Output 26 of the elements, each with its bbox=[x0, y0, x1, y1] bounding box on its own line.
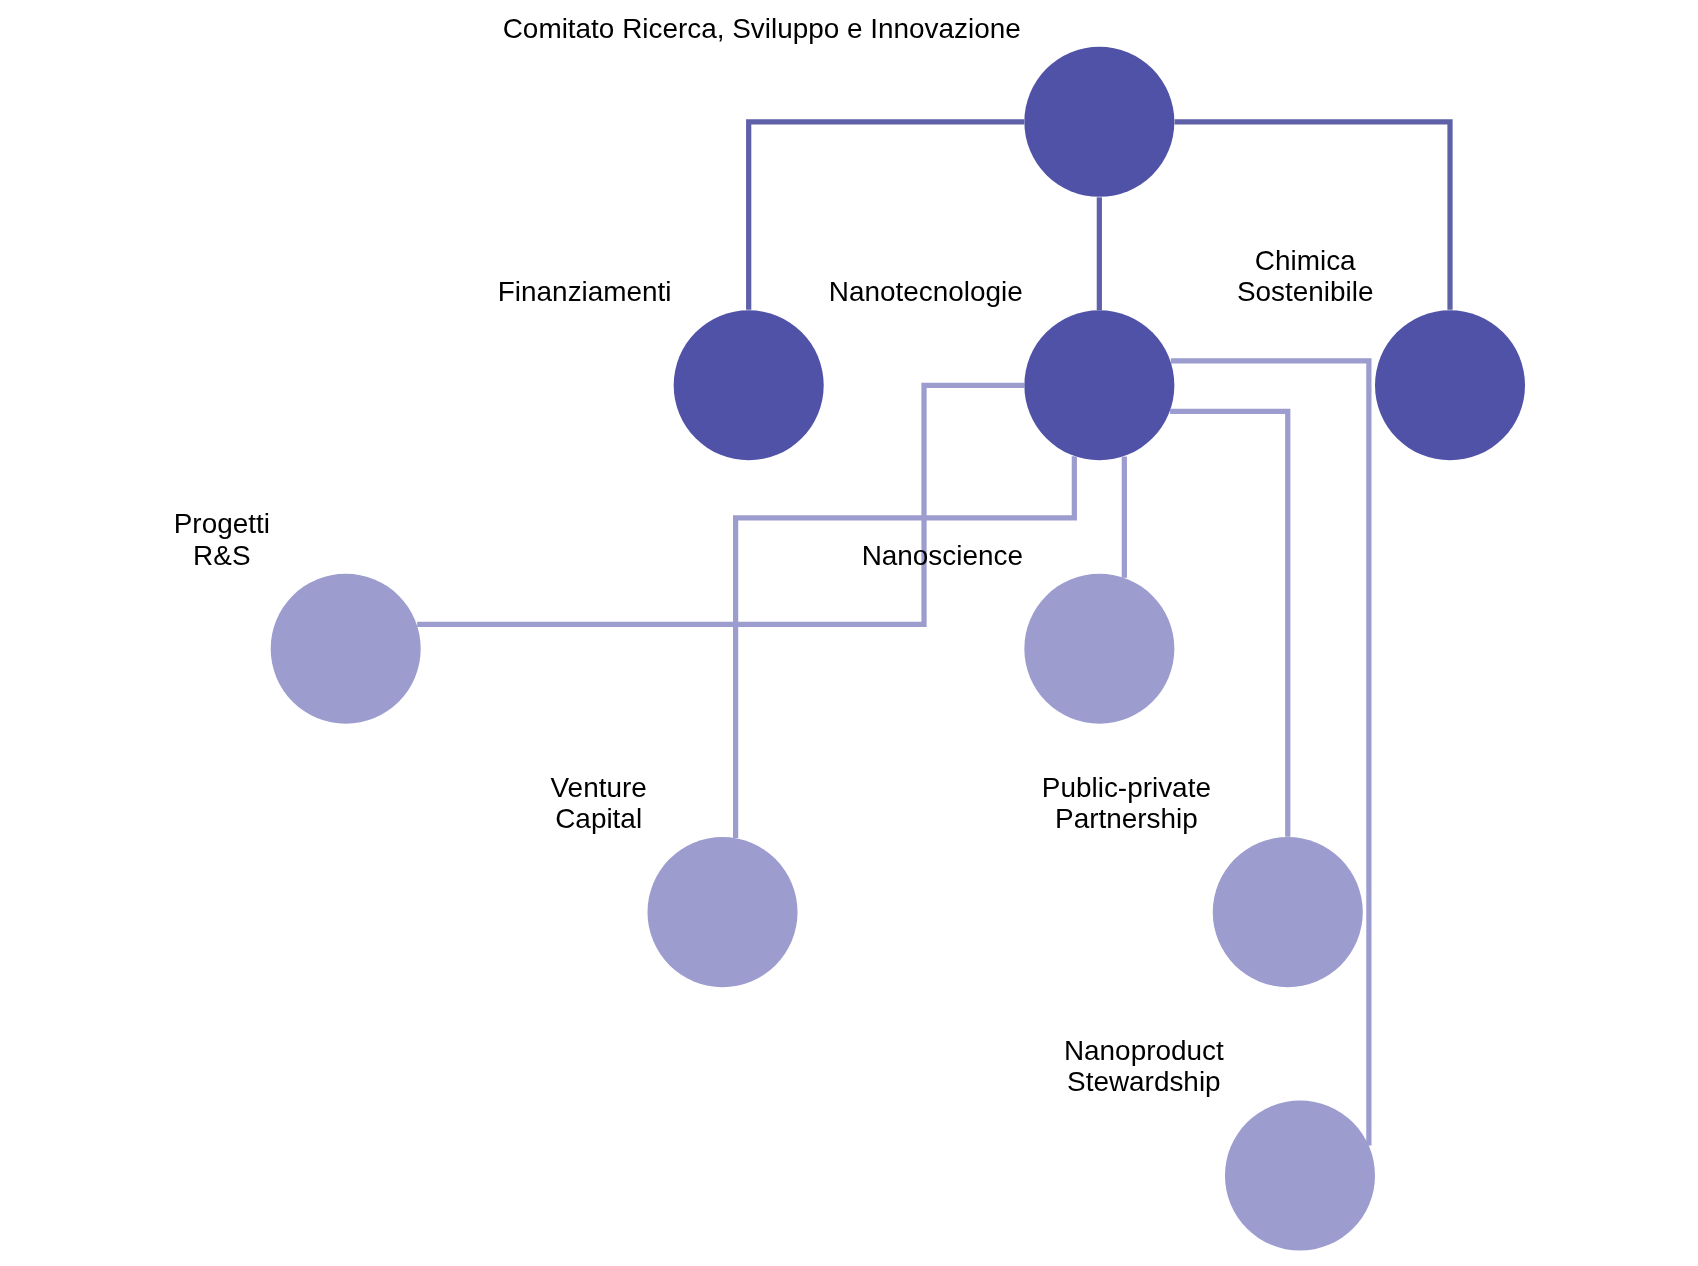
connector bbox=[1096, 197, 1102, 311]
node-circle bbox=[673, 310, 824, 461]
connector bbox=[1170, 358, 1372, 1146]
node-circle bbox=[270, 573, 421, 724]
node-label: Finanziamenti bbox=[497, 276, 672, 308]
node-label: Comitato Ricerca, Sviluppo e Innovazione bbox=[502, 12, 1021, 44]
node-circle bbox=[1024, 310, 1175, 461]
node-label: Public-private Partnership bbox=[1041, 771, 1211, 835]
node-label: Chimica Sostenibile bbox=[1236, 244, 1374, 308]
node-label: Venture Capital bbox=[550, 771, 647, 835]
node-circle bbox=[1212, 837, 1363, 988]
connector bbox=[733, 456, 1077, 838]
node-label: Nanotecnologie bbox=[828, 276, 1023, 308]
node-circle bbox=[1024, 46, 1175, 197]
connector bbox=[417, 382, 1024, 627]
connector bbox=[1174, 119, 1453, 310]
connector bbox=[1170, 408, 1291, 837]
node-circle bbox=[647, 837, 798, 988]
node-circle bbox=[1224, 1100, 1375, 1251]
node-label: Progetti R&S bbox=[173, 508, 270, 571]
connector bbox=[746, 119, 1025, 310]
node-circle bbox=[1375, 310, 1525, 461]
node-label: Nanoproduct Stewardship bbox=[1063, 1035, 1224, 1098]
connector bbox=[1121, 456, 1127, 578]
node-circle bbox=[1024, 573, 1175, 724]
node-label: Nanoscience bbox=[861, 539, 1024, 571]
